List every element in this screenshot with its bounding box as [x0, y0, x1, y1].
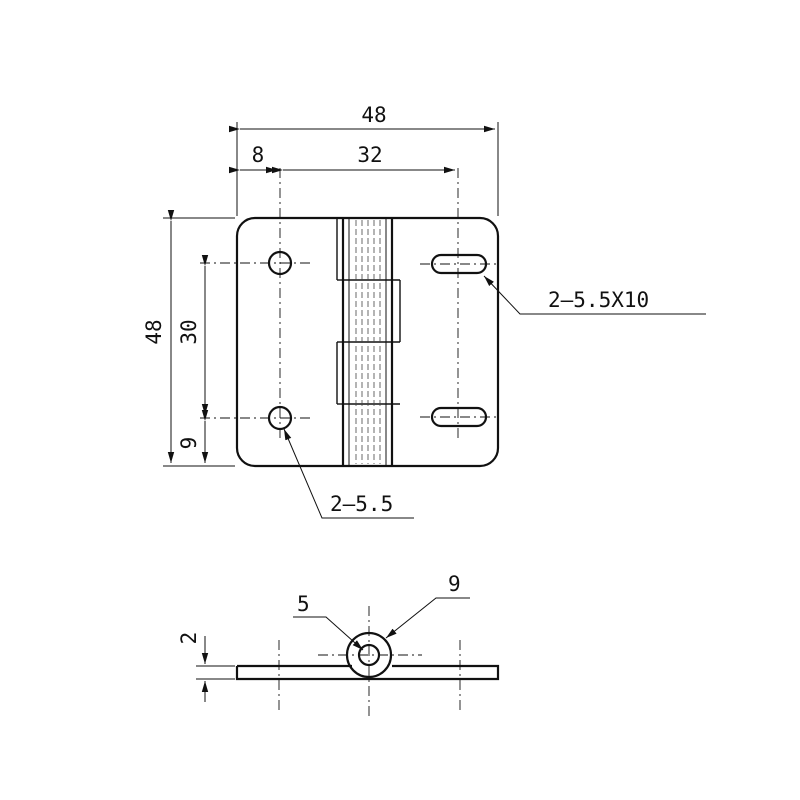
dim-hole-spacing-vertical: 30 [177, 255, 209, 415]
hole-callout-label: 2—5.5 [330, 492, 393, 516]
dim-hole-offsets: 8 32 [229, 143, 455, 174]
hinge-plate-outline [235, 216, 500, 468]
knuckle-diameter-label: 9 [448, 572, 461, 596]
overall-height-label: 48 [142, 319, 166, 344]
top-view: 48 8 32 48 30 9 2—5.5X10 [142, 103, 706, 519]
overall-width-label: 48 [361, 103, 386, 127]
hole-spacing-vertical-label: 30 [177, 319, 201, 344]
pin-callout: 5 [293, 592, 364, 651]
extension-lines [163, 122, 499, 467]
dim-overall-width: 48 [229, 103, 495, 133]
slot-callout: 2—5.5X10 [483, 275, 706, 315]
slot-callout-label: 2—5.5X10 [548, 288, 649, 312]
dim-plate-thickness: 2 [177, 632, 235, 702]
center-lines [200, 168, 500, 440]
side-view: 2 5 9 [177, 572, 500, 720]
pin-diameter-label: 5 [297, 592, 310, 616]
edge-to-hole-label: 8 [252, 143, 265, 167]
dim-overall-height: 48 [142, 210, 175, 463]
hole-from-bottom-label: 9 [177, 437, 201, 450]
hole-callout: 2—5.5 [283, 428, 414, 519]
hinge-knuckle-region [336, 217, 401, 466]
side-plate [235, 664, 500, 681]
plate-thickness-label: 2 [177, 632, 201, 645]
knuckle-callout: 9 [385, 572, 470, 639]
hole-spacing-horizontal-label: 32 [357, 143, 382, 167]
dim-hole-from-bottom: 9 [177, 410, 209, 463]
